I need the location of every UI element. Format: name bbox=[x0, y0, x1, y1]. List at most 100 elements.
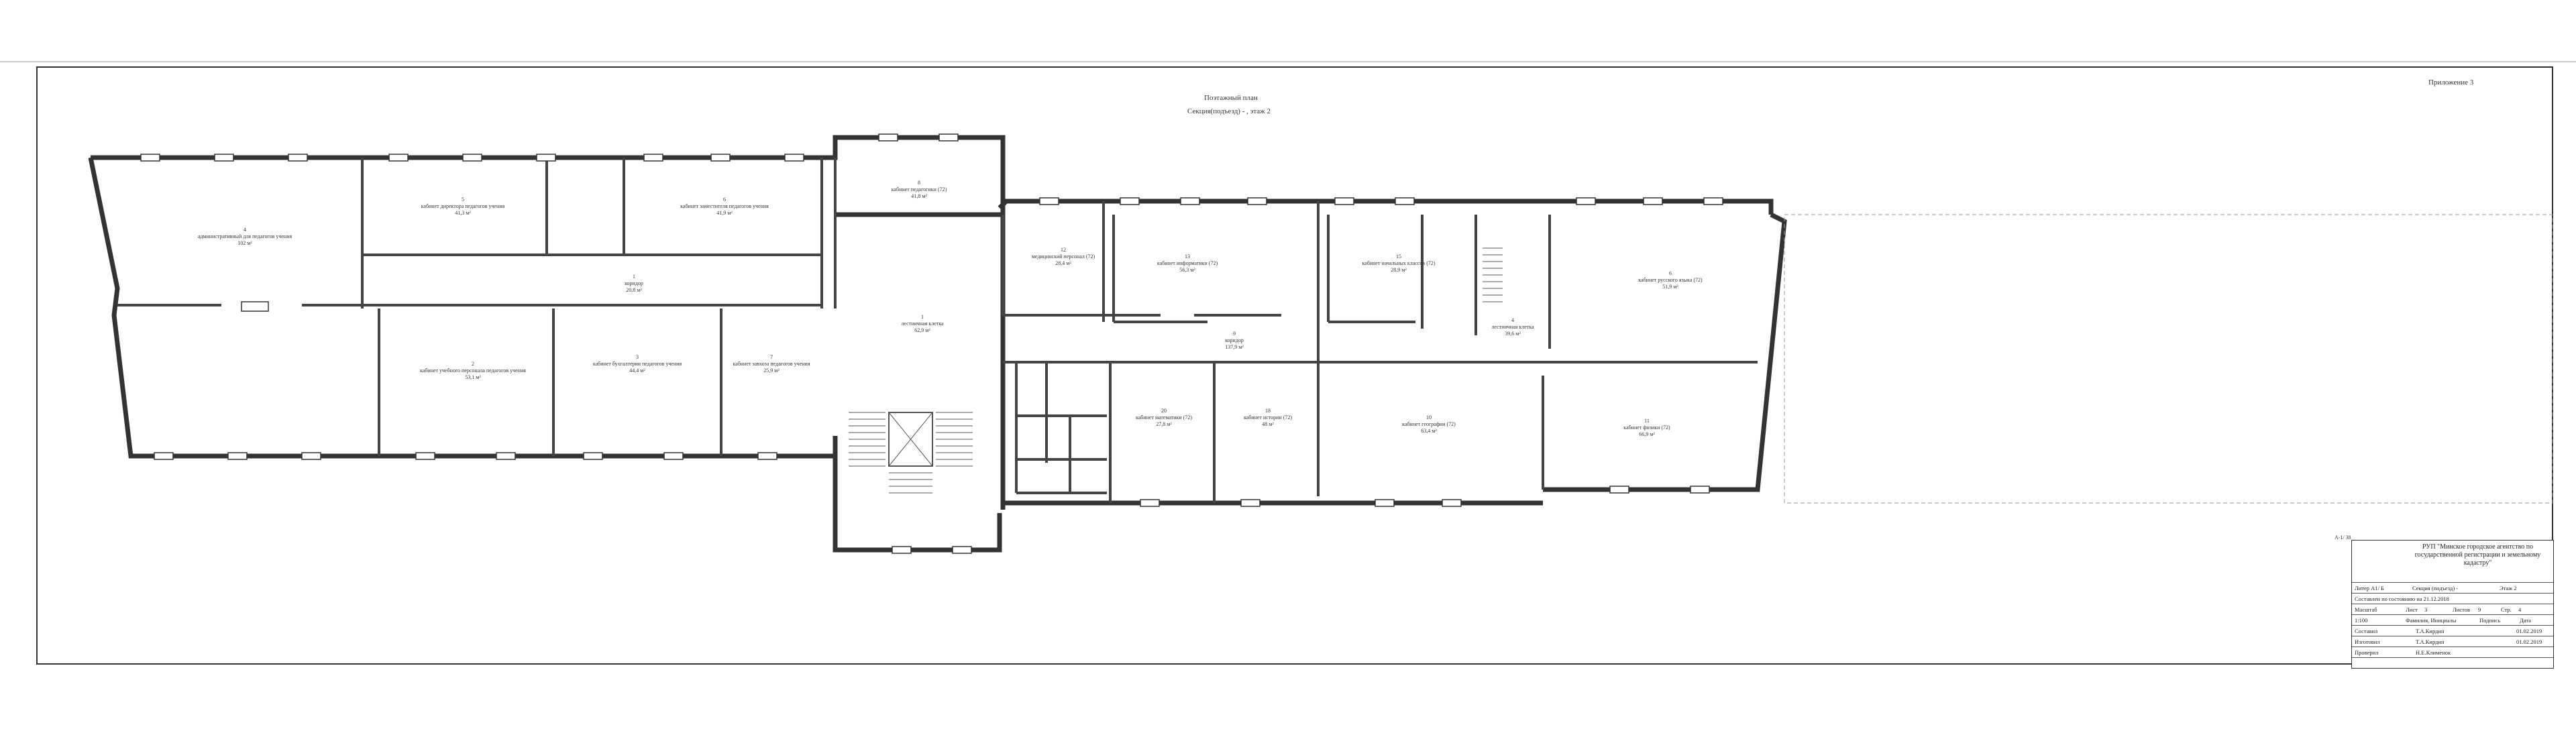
room-15-area: 28,9 м² bbox=[1391, 267, 1407, 273]
room-1-area: 20,8 м² bbox=[626, 287, 642, 293]
stamp-compiled: Составлен по состоянию на 21.12.2018 bbox=[2355, 596, 2449, 602]
plan-title: Поэтажный план bbox=[1204, 94, 1258, 102]
room-8-area: 41,8 м² bbox=[911, 193, 927, 199]
room-7-area: 25,9 м² bbox=[763, 368, 780, 374]
stair-4-num: 4 bbox=[1511, 317, 1514, 323]
stamp-object: Литер А1/ Б bbox=[2355, 585, 2384, 592]
stamp-section: Секция (подъезд) - bbox=[2412, 585, 2459, 592]
plan-subtitle: Секция(подъезд) - , этаж 2 bbox=[1187, 107, 1271, 115]
stair-1-num: 1 bbox=[921, 314, 924, 320]
interior-walls bbox=[117, 158, 1758, 503]
room-3-name: кабинет бухгалтерии педагогов учения bbox=[593, 361, 682, 367]
room-18-name: кабинет истории (72) bbox=[1244, 414, 1292, 420]
stamp-name-1: Т.А.Кирдин bbox=[2416, 638, 2445, 645]
room-6-area: 41,9 м² bbox=[716, 210, 733, 216]
room-18-area: 48 м² bbox=[1262, 421, 1274, 427]
stamp-sheet-label: Лист bbox=[2406, 606, 2418, 613]
room-12-num: 12 bbox=[1061, 247, 1066, 253]
room-20-name: кабинет математики (72) bbox=[1136, 414, 1192, 420]
stamp-page-label: Стр. bbox=[2501, 606, 2512, 613]
room-6r-area: 51,9 м² bbox=[1662, 284, 1678, 290]
room-11-num: 11 bbox=[1644, 418, 1650, 424]
corridor-9-area: 137,9 м² bbox=[1225, 344, 1244, 350]
room-6r-num: 6 bbox=[1669, 270, 1672, 276]
stair-1-name: лестничная клетка bbox=[901, 321, 944, 327]
stamp-name-2: Н.Е.Клименок bbox=[2416, 649, 2451, 656]
stair-4-area: 39,6 м² bbox=[1505, 331, 1521, 337]
room-2-name: кабинет учебного персонала педагогов уче… bbox=[420, 368, 526, 374]
stamp-col-date: Дата bbox=[2520, 617, 2531, 624]
stairwell bbox=[849, 247, 1503, 494]
stamp-sheet: 3 bbox=[2424, 606, 2428, 613]
stamp-col-name: Фамилия, Инициалы bbox=[2406, 617, 2457, 624]
stamp-date-1: 01.02.2019 bbox=[2516, 638, 2542, 645]
room-11-name: кабинет физики (72) bbox=[1623, 425, 1670, 431]
room-10-name: кабинет географии (72) bbox=[1402, 421, 1456, 427]
room-6-name: кабинет заместителя педагогов учения bbox=[680, 203, 769, 209]
corridor-9-name: коридор bbox=[1225, 337, 1244, 343]
room-6-num: 6 bbox=[723, 196, 726, 203]
title-block: РУП "Минское городское агентство по госу… bbox=[2351, 540, 2554, 669]
corridor-9-num: 9 bbox=[1233, 331, 1236, 337]
room-13-area: 56,3 м² bbox=[1179, 267, 1195, 273]
stair-4-name: лестничная клетка bbox=[1491, 324, 1534, 330]
room-8-num: 8 bbox=[918, 180, 920, 186]
stamp-name-0: Т.А.Кирдин bbox=[2416, 628, 2445, 634]
room-20-area: 27,8 м² bbox=[1156, 421, 1172, 427]
room-1-num: 1 bbox=[633, 274, 635, 280]
room-7-name: кабинет завхоза педагогов учения bbox=[733, 361, 810, 367]
stamp-date-0: 01.02.2019 bbox=[2516, 628, 2542, 634]
stamp-role-1: Изготовил bbox=[2355, 638, 2380, 645]
room-1-name: коридор bbox=[625, 280, 643, 286]
room-18-num: 18 bbox=[1265, 408, 1271, 414]
room-13-num: 13 bbox=[1185, 254, 1190, 260]
stamp-organization: РУП "Минское городское агентство по госу… bbox=[2414, 543, 2541, 567]
stamp-floor: Этаж 2 bbox=[2500, 585, 2517, 592]
room-5-name: кабинет директора педагогов учения bbox=[421, 203, 505, 209]
room-2-num: 2 bbox=[472, 361, 474, 367]
stamp-sheets-label: Листов bbox=[2453, 606, 2470, 613]
room-2-area: 53,1 м² bbox=[465, 374, 481, 380]
room-12-area: 28,4 м² bbox=[1055, 260, 1071, 266]
room-3-num: 3 bbox=[636, 354, 639, 360]
room-7-num: 7 bbox=[770, 354, 773, 360]
walls bbox=[88, 135, 1787, 553]
room-13-name: кабинет информатики (72) bbox=[1157, 260, 1218, 266]
room-4-num: 4 bbox=[244, 227, 246, 233]
stamp-role-2: Проверил bbox=[2355, 649, 2379, 656]
room-3-area: 44,4 м² bbox=[629, 368, 645, 374]
room-4-area: 102 м² bbox=[237, 240, 252, 246]
stamp-page: 4 bbox=[2518, 606, 2522, 613]
appendix-label: Приложение 3 bbox=[2428, 78, 2474, 87]
room-4-name: административный для педагогов учения bbox=[198, 233, 292, 239]
room-11-area: 66,9 м² bbox=[1639, 431, 1655, 437]
room-8-name: кабинет педагогики (72) bbox=[892, 186, 947, 192]
room-10-num: 10 bbox=[1426, 414, 1432, 420]
stamp-code: А-1/ 38 bbox=[2334, 535, 2351, 541]
stamp-role-0: Составил bbox=[2355, 628, 2378, 634]
stamp-col-signature: Подпись bbox=[2479, 617, 2501, 624]
stair-1-area: 62,9 м² bbox=[914, 327, 930, 333]
room-15-name: кабинет начальных классов (72) bbox=[1362, 260, 1435, 266]
room-5-num: 5 bbox=[462, 196, 464, 203]
stamp-sheets: 9 bbox=[2478, 606, 2481, 613]
room-10-area: 63,4 м² bbox=[1421, 428, 1437, 434]
windows bbox=[140, 133, 1723, 554]
stamp-scale: 1:100 bbox=[2355, 617, 2368, 624]
